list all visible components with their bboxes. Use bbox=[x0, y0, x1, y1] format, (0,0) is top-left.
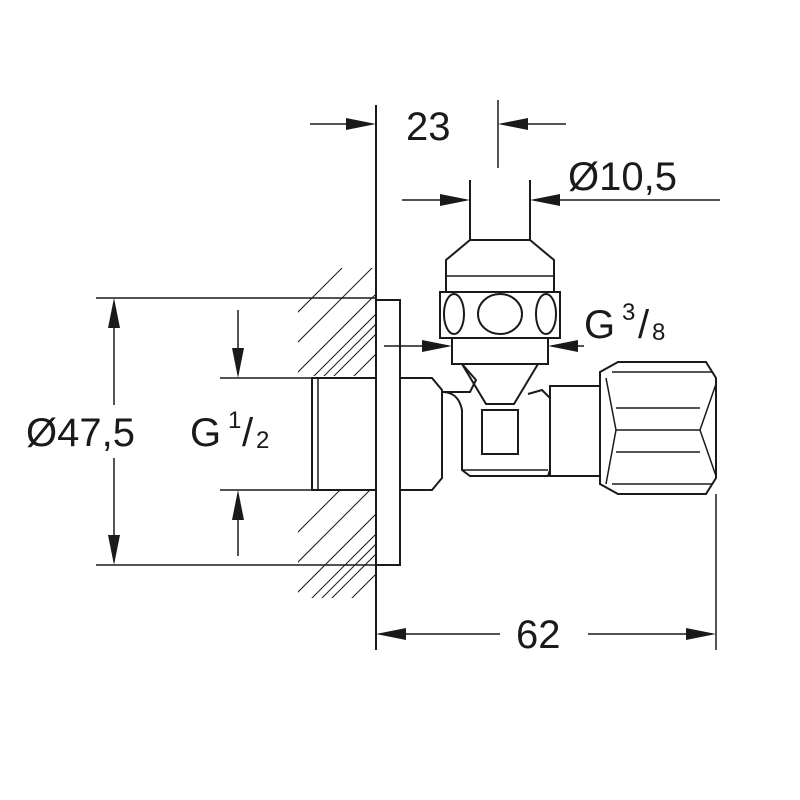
flange bbox=[375, 299, 401, 566]
svg-text:G: G bbox=[190, 411, 221, 455]
dimension-62 bbox=[376, 494, 717, 650]
wall-hatch-top bbox=[298, 268, 376, 376]
thread-inlet-label: G 1 / 2 bbox=[190, 407, 269, 455]
svg-text:8: 8 bbox=[652, 319, 665, 346]
outlet-pipe bbox=[469, 180, 531, 240]
dimension-flange-diameter-label: Ø47,5 bbox=[26, 411, 135, 455]
valve-head bbox=[439, 239, 561, 365]
thread-inlet-arrows bbox=[220, 310, 312, 556]
thread-outlet-label: G 3 / 8 bbox=[584, 299, 665, 347]
svg-text:/: / bbox=[638, 303, 650, 347]
dimension-23-label: 23 bbox=[406, 105, 451, 149]
outlet-side-stub bbox=[549, 385, 601, 477]
compression-nut bbox=[599, 361, 717, 495]
svg-text:/: / bbox=[242, 411, 254, 455]
dimension-flange-diameter bbox=[96, 297, 376, 566]
dimension-62-label: 62 bbox=[516, 613, 561, 657]
dimension-23 bbox=[310, 100, 566, 168]
svg-text:G: G bbox=[584, 303, 615, 347]
thread-outlet-arrows bbox=[384, 340, 584, 352]
svg-text:2: 2 bbox=[256, 427, 269, 454]
dimension-outlet-diameter-label: Ø10,5 bbox=[568, 155, 677, 199]
valve-body bbox=[400, 363, 551, 491]
svg-text:3: 3 bbox=[622, 299, 635, 326]
dimension-outlet-diameter bbox=[402, 194, 720, 206]
wall-hatch-bottom bbox=[298, 490, 376, 598]
inlet-thread bbox=[311, 377, 377, 491]
svg-text:1: 1 bbox=[228, 407, 241, 434]
